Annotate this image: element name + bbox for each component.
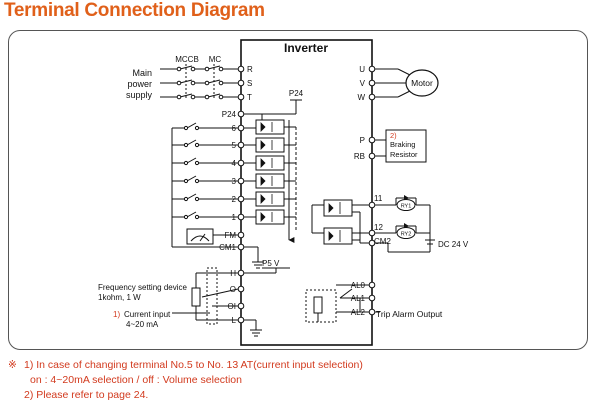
inverter-box bbox=[240, 39, 373, 346]
footnotes: ※ 1) In case of changing terminal No.5 to… bbox=[8, 358, 363, 403]
cm1-ground bbox=[244, 246, 264, 269]
supply-line2: power bbox=[127, 79, 152, 89]
terminal-p: P bbox=[360, 136, 365, 145]
current-input-ref: 1) bbox=[113, 310, 120, 319]
freq-device-line2: 1kohm, 1 W bbox=[98, 293, 141, 302]
trip-alarm-label: Trip Alarm Output bbox=[376, 309, 443, 319]
p5v-label: P5 V bbox=[262, 259, 280, 268]
relay-ry2-icon bbox=[396, 227, 416, 239]
terminal-o: O bbox=[230, 285, 236, 294]
left-terminal-labels: R S T P24 6 5 4 3 2 1 FM CM1 H O OI L bbox=[219, 65, 253, 325]
relay-ry1-label: RY1 bbox=[401, 204, 412, 210]
trip-alarm-relay bbox=[305, 284, 380, 323]
relay-ry2-label: RY2 bbox=[401, 232, 412, 238]
input-optocouplers bbox=[255, 119, 285, 225]
l-ground bbox=[244, 319, 262, 337]
note-2-text: 2) Please refer to page 24. bbox=[24, 389, 149, 401]
inverter-label: Inverter bbox=[284, 41, 328, 55]
input-switches bbox=[171, 122, 238, 248]
terminal-s: S bbox=[247, 79, 252, 88]
braking-line2: Resistor bbox=[390, 150, 418, 159]
braking-note-ref: 2) bbox=[390, 131, 397, 140]
fm-meter-icon bbox=[186, 228, 214, 245]
freq-device-line1: Frequency setting device bbox=[98, 283, 187, 292]
current-input-line1: Current input bbox=[124, 310, 171, 319]
current-input-line2: 4~20 mA bbox=[126, 320, 159, 329]
p24-top-label: P24 bbox=[289, 89, 304, 98]
terminal-rb: RB bbox=[354, 152, 365, 161]
relay-ry1-icon bbox=[396, 199, 416, 211]
p5v-line bbox=[244, 267, 290, 274]
motor-label: Motor bbox=[411, 78, 433, 88]
note-1: ※ 1) In case of changing terminal No.5 to… bbox=[8, 358, 363, 373]
note-mark: ※ bbox=[8, 359, 17, 371]
main-power-supply: Main power supply MCCB MC bbox=[126, 55, 238, 100]
mc-label: MC bbox=[209, 55, 222, 64]
page-title: Terminal Connection Diagram bbox=[4, 0, 265, 21]
terminal-t: T bbox=[247, 93, 252, 102]
right-terminal-circles bbox=[368, 65, 376, 316]
braking-line1: Braking bbox=[390, 140, 415, 149]
terminal-cm2: CM2 bbox=[374, 237, 391, 246]
mccb-label: MCCB bbox=[175, 55, 199, 64]
output-optocouplers bbox=[323, 199, 353, 245]
supply-line3: supply bbox=[126, 90, 153, 100]
dc24-label: DC 24 V bbox=[438, 240, 469, 249]
diagram-frame bbox=[8, 30, 588, 350]
terminal-diagram: Inverter Main power supply MCCB MC bbox=[98, 39, 469, 346]
frequency-setting-device bbox=[191, 267, 239, 325]
note-1b-text: on : 4~20mA selection / off : Volume sel… bbox=[30, 374, 242, 386]
optocoupler-inner bbox=[260, 122, 273, 222]
terminal-p24: P24 bbox=[222, 110, 237, 119]
terminal-u: U bbox=[359, 65, 365, 74]
note-2: 2) Please refer to page 24. bbox=[8, 388, 363, 403]
terminal-11: 11 bbox=[374, 194, 383, 203]
terminal-r: R bbox=[247, 65, 253, 74]
terminal-12: 12 bbox=[374, 223, 383, 232]
terminal-w: W bbox=[357, 93, 365, 102]
note-1b: on : 4~20mA selection / off : Volume sel… bbox=[8, 373, 363, 388]
motor-icon bbox=[405, 69, 439, 97]
terminal-v: V bbox=[360, 79, 366, 88]
right-terminal-labels: U V W P RB 11 12 CM2 AL0 AL1 AL2 bbox=[351, 65, 392, 317]
braking-resistor bbox=[375, 129, 427, 163]
note-1-text: 1) In case of changing terminal No.5 to … bbox=[24, 359, 363, 371]
output-wiring bbox=[311, 197, 435, 253]
supply-line1: Main bbox=[132, 68, 152, 78]
left-terminal-circles bbox=[237, 65, 245, 324]
